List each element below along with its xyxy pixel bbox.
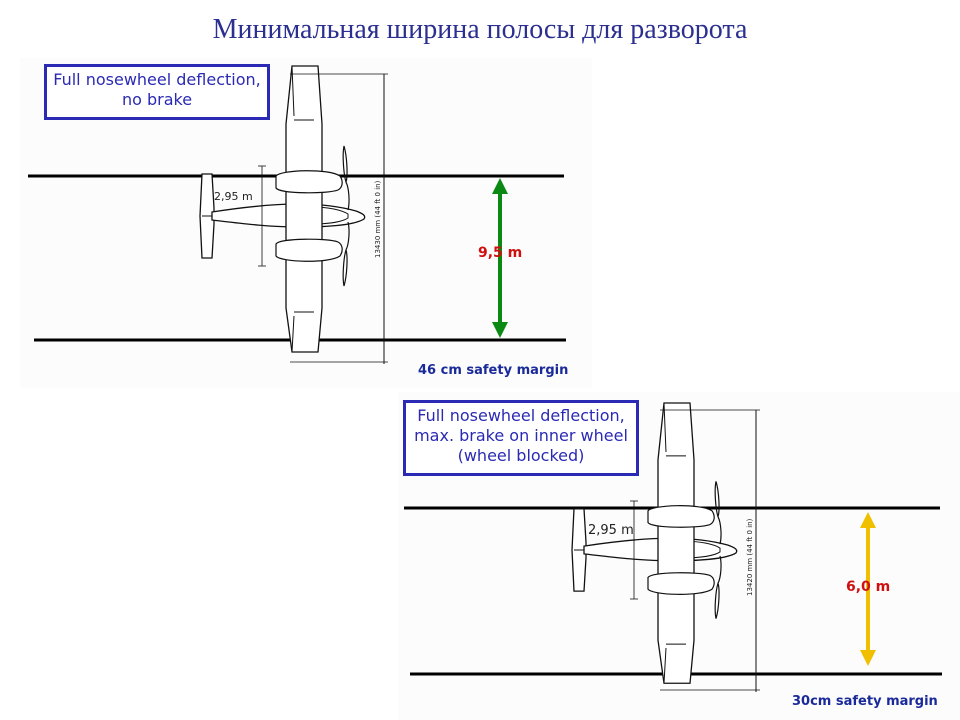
- safety-margin-label-top: 46 cm safety margin: [418, 363, 569, 378]
- distance-arrow-bottom: [860, 512, 876, 666]
- safety-margin-label-bottom: 30cm safety margin: [792, 694, 938, 709]
- page-title: Минимальная ширина полосы для разворота: [212, 14, 748, 45]
- distance-label-top: 9,5 m: [478, 245, 523, 261]
- wingspan-label-top: 13430 mm (44 ft 0 in): [374, 180, 382, 258]
- wingspan-dimension-top: [290, 73, 388, 364]
- scenario-label-line: Full nosewheel deflection,: [417, 406, 625, 425]
- wingspan-dimension-bottom: [660, 409, 760, 692]
- prop-dimension-label-bottom: 2,95 m: [588, 523, 634, 538]
- scenario-label-line: no brake: [121, 90, 193, 109]
- distance-arrow-top: [492, 178, 508, 338]
- distance-label-bottom: 6,0 m: [846, 579, 891, 595]
- scenario-label-top: Full nosewheel deflection, no brake: [44, 64, 270, 120]
- scenario-label-line: Full nosewheel deflection,: [53, 70, 261, 89]
- wingspan-label-bottom: 13420 mm (44 ft 0 in): [746, 518, 754, 596]
- scenario-label-bottom: Full nosewheel deflection, max. brake on…: [403, 400, 639, 476]
- scenario-label-line: (wheel blocked): [457, 446, 585, 465]
- prop-dimension-label-top: 2,95 m: [214, 190, 253, 203]
- scenario-label-line: max. brake on inner wheel: [414, 426, 628, 445]
